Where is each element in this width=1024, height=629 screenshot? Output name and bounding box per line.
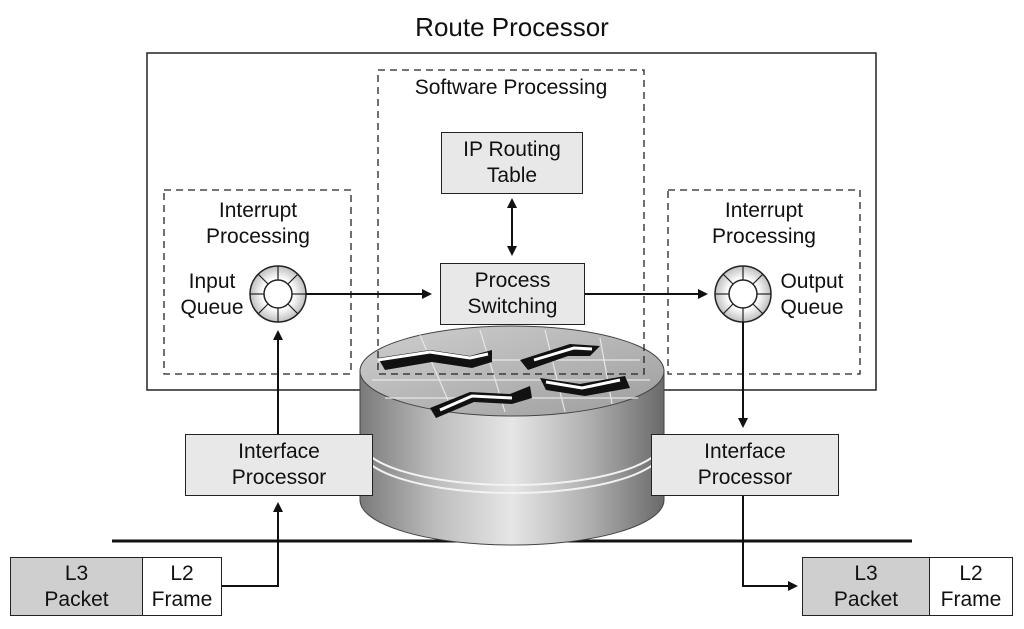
right-l3-packet: L3 Packet — [802, 557, 930, 616]
left-l3-packet: L3 Packet — [10, 557, 143, 616]
ip-routing-table-box: IP Routing Table — [441, 132, 583, 194]
flow-arrows — [222, 198, 798, 591]
input-queue-ring-icon — [249, 265, 307, 323]
ip-routing-table-line2: Table — [486, 164, 538, 187]
route-processor-title: Route Processor — [415, 12, 609, 42]
process-switching-box: Process Switching — [440, 263, 585, 325]
output-queue-label: Output Queue — [780, 270, 844, 319]
right-l2-frame: L2 Frame — [929, 557, 1013, 616]
ip-routing-table-line1: IP Routing — [463, 138, 561, 161]
arrow-right-ifp-to-frame — [742, 496, 798, 591]
left-interface-processor-box: Interface Processor — [185, 434, 373, 496]
software-processing-label: Software Processing — [414, 76, 608, 99]
right-interface-processor-box: Interface Processor — [651, 434, 839, 496]
left-interrupt-label: Interrupt Processing — [206, 199, 310, 248]
right-interrupt-box — [667, 189, 861, 375]
software-processing-box — [377, 69, 645, 375]
arrow-left-frame-to-ifp — [222, 502, 283, 587]
left-l2-frame: L2 Frame — [142, 557, 222, 616]
process-switching-line1: Process — [474, 269, 551, 292]
right-interrupt-label: Interrupt Processing — [712, 199, 816, 248]
input-queue-label: Input Queue — [180, 270, 244, 319]
output-queue-ring-icon — [714, 265, 772, 323]
process-switching-line2: Switching — [467, 295, 558, 318]
left-interrupt-box — [163, 189, 352, 375]
router-icon — [359, 325, 665, 546]
